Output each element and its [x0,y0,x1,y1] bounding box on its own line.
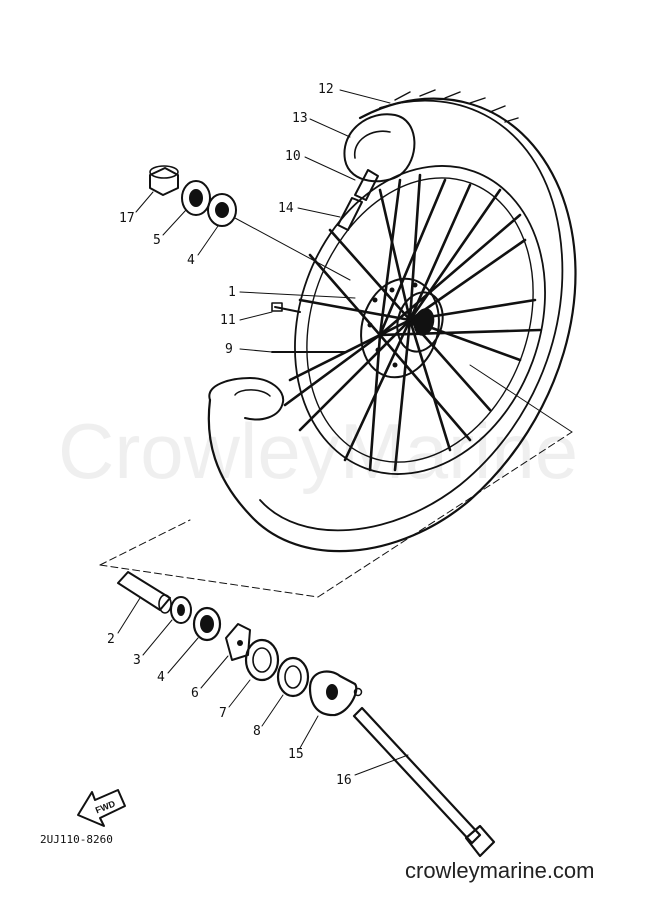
callout-4-upper: 4 [187,253,195,268]
axle-16 [352,706,496,858]
oil-seal-8 [276,656,310,698]
oil-seal-5 [181,180,211,216]
collar-17 [149,165,179,196]
collar-3 [170,596,192,624]
exploded-outline [99,364,573,598]
tire [207,89,577,553]
callout-3: 3 [133,653,141,668]
clutch-7 [244,638,280,682]
callout-17: 17 [119,211,135,226]
callout-10: 10 [285,149,301,164]
callout-2: 2 [107,632,115,647]
gear-housing-15 [308,670,363,717]
callout-7: 7 [219,706,227,721]
callout-16: 16 [336,773,352,788]
gear-unit-6 [225,623,251,661]
callout-9: 9 [225,342,233,357]
callout-11: 11 [220,313,236,328]
callout-14: 14 [278,201,294,216]
spokes [283,173,542,472]
callout-12: 12 [318,82,334,97]
callout-15: 15 [288,747,304,762]
valve-stem [337,169,379,231]
callout-8: 8 [253,724,261,739]
site-url: crowleymarine.com [405,858,595,883]
callout-13: 13 [292,111,308,126]
leader-lines [117,89,409,776]
hub [360,277,444,379]
fwd-label: FWD [94,798,117,815]
fwd-arrow-icon: FWD [77,789,126,827]
bearing-4-lower [192,606,222,642]
callout-5: 5 [153,233,161,248]
part-code: 2UJ110-8260 [40,833,113,846]
callout-1: 1 [228,285,236,300]
callout-6: 6 [191,686,199,701]
spacer-2 [117,571,172,614]
bearing-4-upper [207,193,237,227]
callout-labels: 12 13 10 14 17 5 4 1 11 9 2 3 4 6 7 8 15… [107,82,352,788]
callout-4-lower: 4 [157,670,165,685]
